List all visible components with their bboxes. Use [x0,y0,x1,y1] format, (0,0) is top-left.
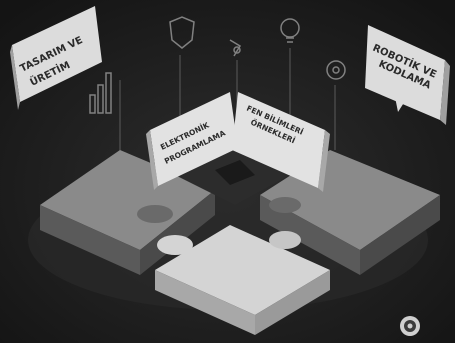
logo-emblem [400,316,420,336]
